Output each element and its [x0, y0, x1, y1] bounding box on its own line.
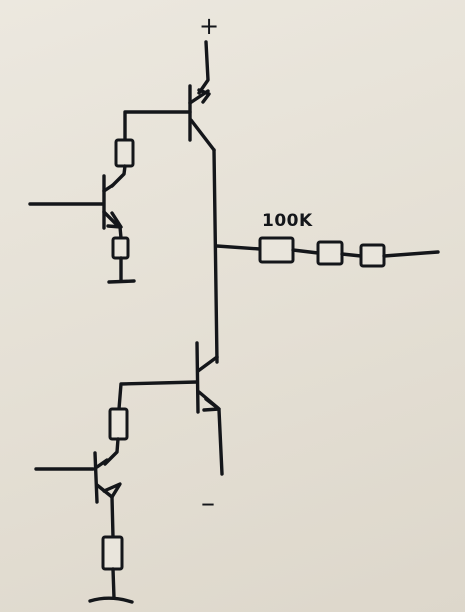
positive-supply-label: +	[199, 12, 219, 40]
positive-supply-wire	[197, 40, 210, 95]
lower-transistor-collector-lead	[196, 355, 219, 373]
lower-base-resistor	[108, 407, 129, 441]
upper-transistor	[188, 84, 216, 152]
output-resistor-value-label: 100K	[262, 211, 313, 231]
lower-driver-transistor	[34, 451, 122, 504]
lower-emitter-resistor	[101, 535, 124, 571]
lower-base-wire	[117, 380, 199, 411]
negative-supply-label: –	[201, 486, 215, 519]
lower-emitter-wire	[110, 495, 115, 539]
output-tap-wire	[215, 244, 262, 251]
upper-base-resistor-wire	[110, 164, 127, 188]
upper-base-wire	[123, 110, 192, 142]
output-wire-segment-1	[291, 248, 320, 255]
upper-driver-emitter-lead	[102, 210, 120, 228]
lower-driver-base-bar	[93, 451, 99, 504]
lower-ground-lead	[111, 567, 116, 600]
output-resistor-2	[316, 240, 344, 266]
upper-transistor-arrow	[197, 88, 211, 104]
upper-ground-symbol	[107, 279, 136, 284]
lower-ground-symbol	[88, 596, 134, 604]
upper-driver-transistor	[28, 174, 123, 230]
upper-driver-collector-lead	[102, 183, 115, 193]
lower-base-resistor-wire	[103, 437, 120, 466]
output-wire-segment-2	[340, 252, 363, 258]
output-resistor-3	[359, 243, 386, 268]
upper-emitter-wire	[118, 225, 123, 240]
negative-supply-wire	[217, 408, 224, 476]
output-rail-wire	[212, 148, 219, 364]
upper-transistor-emitter-lead	[189, 118, 216, 152]
output-resistor-100k	[258, 236, 295, 264]
upper-base-resistor	[114, 138, 135, 168]
lower-driver-arrow	[102, 482, 122, 499]
lower-driver-collector-lead	[95, 458, 109, 469]
lower-transistor-base-bar	[195, 341, 200, 414]
output-terminal-wire	[382, 250, 440, 258]
upper-emitter-resistor	[111, 236, 130, 260]
